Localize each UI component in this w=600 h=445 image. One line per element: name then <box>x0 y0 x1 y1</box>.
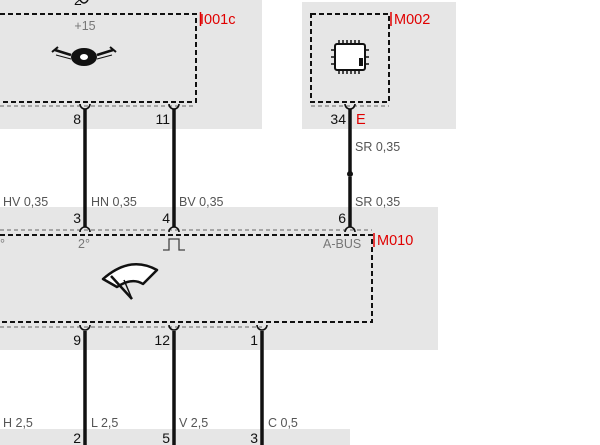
bottom-connector-pin-1: 2 <box>73 430 81 445</box>
m010-inner-label-mid: 2° <box>78 237 90 251</box>
i001c-top-hook <box>79 0 89 4</box>
m010-bottom-pin-3: 1 <box>250 332 258 348</box>
stalk-switch-icon <box>51 46 117 66</box>
m010-dashed-outline <box>0 234 373 323</box>
pulse-signal-icon <box>163 238 185 251</box>
m002-dashed-outline <box>310 13 390 103</box>
m002-panel <box>302 2 456 129</box>
wire-splice-dot <box>347 171 353 177</box>
m002-reference: M002 <box>394 12 430 28</box>
m010-top-pin-2: 4 <box>162 210 170 226</box>
bottom-connector-pin-2: 5 <box>162 430 170 445</box>
wire-label-sr-upper: SR 0,35 <box>355 140 400 154</box>
i001c-reference: I001c <box>200 12 235 28</box>
i001c-top-partial-glyph: 2 <box>74 0 82 8</box>
wire-label-v: V 2,5 <box>179 416 208 430</box>
wiper-icon <box>101 262 159 300</box>
m010-panel <box>0 207 438 350</box>
wire-label-l: L 2,5 <box>91 416 118 430</box>
i001c-dashed-outline <box>0 13 197 103</box>
wire-label-bv: BV 0,35 <box>179 195 224 209</box>
m010-top-pin-1: 3 <box>73 210 81 226</box>
i001c-component: 2 +15 I001c <box>0 0 235 107</box>
m010-top-pin-3: 6 <box>338 210 346 226</box>
wire-label-h: H 2,5 <box>3 416 33 430</box>
m010-bottom-pin-1: 9 <box>73 332 81 348</box>
bottom-connector-pin-3: 3 <box>250 430 258 445</box>
m010-inner-label-right: A-BUS <box>323 237 361 251</box>
chip-icon <box>331 40 369 74</box>
i001c-supply-label: +15 <box>74 19 95 33</box>
i001c-pin-right: 11 <box>155 111 170 127</box>
m002-pin-suffix: E <box>356 112 366 128</box>
wire-label-c: C 0,5 <box>268 416 298 430</box>
pin-hooks <box>79 103 356 331</box>
wire-label-sr-lower: SR 0,35 <box>355 195 400 209</box>
m010-reference: M010 <box>377 233 413 249</box>
i001c-pin-left: 8 <box>73 111 81 127</box>
i001c-panel <box>0 0 262 129</box>
m002-pin: 34 <box>330 111 346 127</box>
wires <box>83 109 352 445</box>
m010-bottom-pin-2: 12 <box>154 332 170 348</box>
m002-component: M002 <box>310 12 430 107</box>
wire-label-hv: HV 0,35 <box>3 195 48 209</box>
wire-label-hn: HN 0,35 <box>91 195 137 209</box>
m010-component: ° 2° A-BUS M010 <box>0 229 413 328</box>
m010-inner-label-left: ° <box>0 237 5 251</box>
